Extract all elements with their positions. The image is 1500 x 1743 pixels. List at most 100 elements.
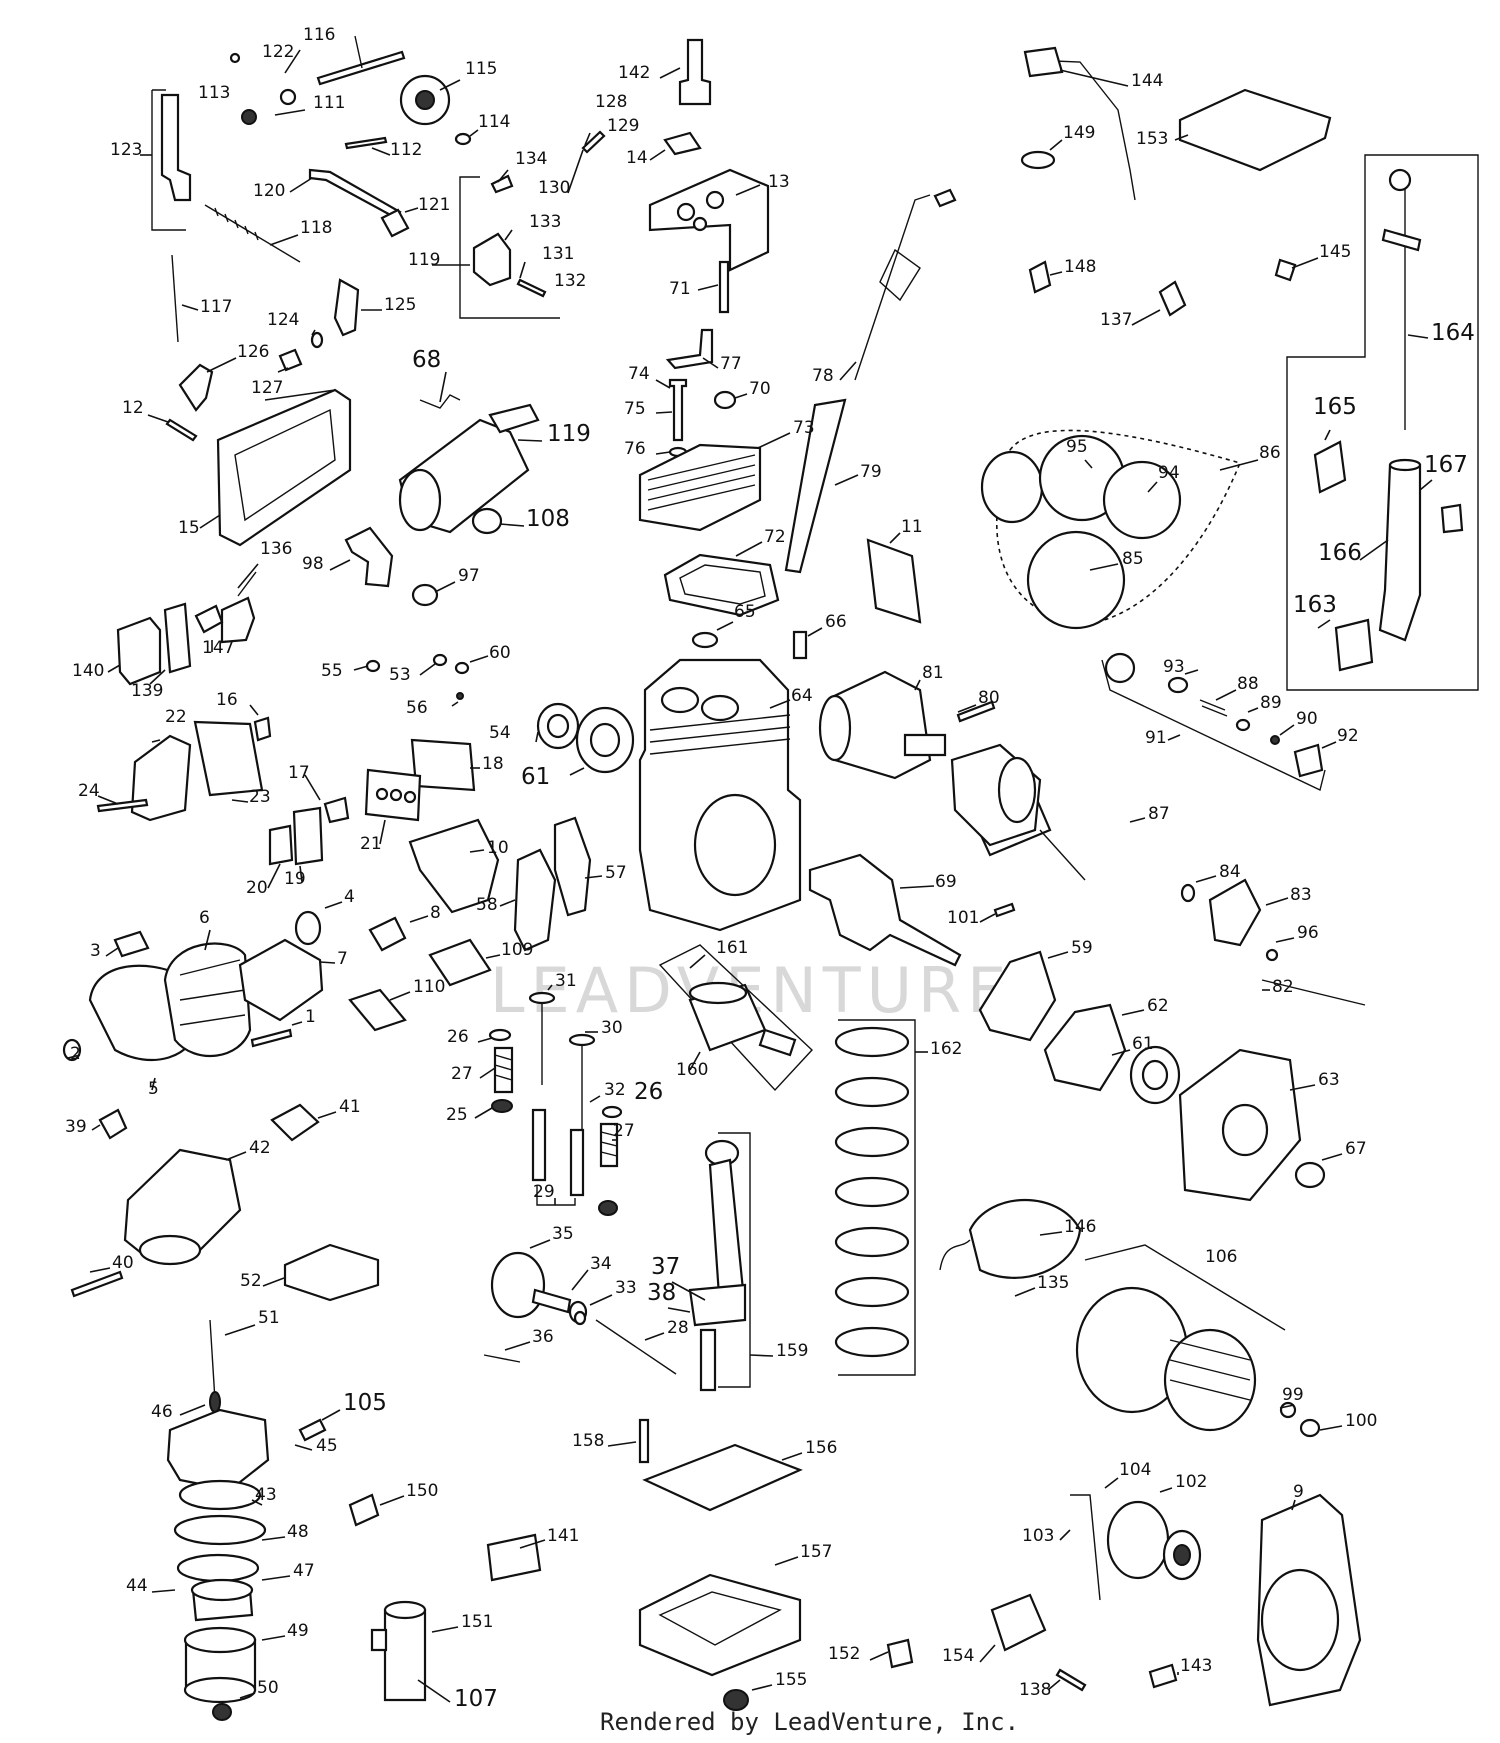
part-callout-108: 108: [526, 506, 570, 532]
part-callout-48: 48: [287, 1522, 309, 1542]
part-callout-99: 99: [1282, 1385, 1304, 1405]
part-callout-163: 163: [1293, 592, 1337, 618]
part-callout-24: 24: [78, 781, 100, 801]
part-callout-165: 165: [1313, 394, 1357, 420]
part-callout-61: 61: [1132, 1034, 1154, 1054]
part-callout-126: 126: [237, 342, 269, 362]
part-callout-123: 123: [110, 140, 142, 160]
part-callout-156: 156: [805, 1438, 837, 1458]
part-callout-32: 32: [604, 1080, 626, 1100]
part-callout-160: 160: [676, 1060, 708, 1080]
part-callout-52: 52: [240, 1271, 262, 1291]
part-callout-87: 87: [1148, 804, 1170, 824]
part-callout-140: 140: [72, 661, 104, 681]
part-callout-89: 89: [1260, 693, 1282, 713]
part-callout-20: 20: [246, 878, 268, 898]
part-callout-75: 75: [624, 399, 646, 419]
part-callout-30: 30: [601, 1018, 623, 1038]
part-callout-148: 148: [1064, 257, 1096, 277]
part-callout-72: 72: [764, 527, 786, 547]
part-callout-86: 86: [1259, 443, 1281, 463]
part-callout-114: 114: [478, 112, 510, 132]
part-callout-26: 26: [447, 1027, 469, 1047]
part-callout-150: 150: [406, 1481, 438, 1501]
part-callout-42: 42: [249, 1138, 271, 1158]
part-callout-96: 96: [1297, 923, 1319, 943]
part-callout-59: 59: [1071, 938, 1093, 958]
part-callout-34: 34: [590, 1254, 612, 1274]
part-callout-39: 39: [65, 1117, 87, 1137]
part-callout-81: 81: [922, 663, 944, 683]
part-callout-23: 23: [249, 787, 271, 807]
part-callout-55: 55: [321, 661, 343, 681]
part-callout-61: 61: [521, 764, 550, 790]
part-callout-101: 101: [947, 908, 979, 928]
part-callout-78: 78: [812, 366, 834, 386]
part-callout-28: 28: [667, 1318, 689, 1338]
part-callout-79: 79: [860, 462, 882, 482]
parts-drawing: [62, 35, 1479, 1721]
part-callout-145: 145: [1319, 242, 1351, 262]
part-callout-119: 119: [408, 250, 440, 270]
part-callout-129: 129: [607, 116, 639, 136]
part-callout-161: 161: [716, 938, 748, 958]
part-callout-94: 94: [1158, 463, 1180, 483]
part-callout-107: 107: [454, 1686, 498, 1712]
part-callout-105: 105: [343, 1390, 387, 1416]
part-callout-157: 157: [800, 1542, 832, 1562]
footer-credit: Rendered by LeadVenture, Inc.: [600, 1708, 1019, 1736]
part-callout-110: 110: [413, 977, 445, 997]
part-callout-49: 49: [287, 1621, 309, 1641]
part-callout-95: 95: [1066, 437, 1088, 457]
part-callout-1: 1: [305, 1007, 316, 1027]
part-callout-112: 112: [390, 140, 422, 160]
part-callout-66: 66: [825, 612, 847, 632]
part-callout-84: 84: [1219, 862, 1241, 882]
part-callout-22: 22: [165, 707, 187, 727]
part-callout-166: 166: [1318, 540, 1362, 566]
part-callout-137: 137: [1100, 310, 1132, 330]
part-callout-85: 85: [1122, 549, 1144, 569]
part-callout-97: 97: [458, 566, 480, 586]
part-callout-135: 135: [1037, 1273, 1069, 1293]
part-callout-88: 88: [1237, 674, 1259, 694]
part-callout-21: 21: [360, 834, 382, 854]
part-callout-121: 121: [418, 195, 450, 215]
part-callout-111: 111: [313, 93, 345, 113]
part-callout-136: 136: [260, 539, 292, 559]
part-callout-127: 127: [251, 378, 283, 398]
part-callout-92: 92: [1337, 726, 1359, 746]
part-callout-125: 125: [384, 295, 416, 315]
part-callout-44: 44: [126, 1576, 148, 1596]
part-callout-31: 31: [555, 971, 577, 991]
part-callout-54: 54: [489, 723, 511, 743]
part-callout-151: 151: [461, 1612, 493, 1632]
part-callout-10: 10: [487, 838, 509, 858]
part-callout-13: 13: [768, 172, 790, 192]
leader-lines: [67, 49, 1433, 1703]
part-callout-71: 71: [669, 279, 691, 299]
part-callout-73: 73: [793, 418, 815, 438]
part-callout-47: 47: [293, 1561, 315, 1581]
part-callout-154: 154: [942, 1646, 974, 1666]
part-callout-58: 58: [476, 895, 498, 915]
part-callout-64: 64: [791, 686, 813, 706]
part-callout-62: 62: [1147, 996, 1169, 1016]
part-callout-5: 5: [148, 1079, 159, 1099]
part-callout-29: 29: [533, 1182, 555, 1202]
part-callout-67: 67: [1345, 1139, 1367, 1159]
part-callout-138: 138: [1019, 1680, 1051, 1700]
part-callout-115: 115: [465, 59, 497, 79]
part-callout-15: 15: [178, 518, 200, 538]
part-callout-6: 6: [199, 908, 210, 928]
part-callout-119: 119: [547, 421, 591, 447]
part-callout-98: 98: [302, 554, 324, 574]
part-callout-69: 69: [935, 872, 957, 892]
part-callout-100: 100: [1345, 1411, 1377, 1431]
part-callout-113: 113: [198, 83, 230, 103]
part-callout-104: 104: [1119, 1460, 1151, 1480]
part-callout-116: 116: [303, 25, 335, 45]
part-callout-8: 8: [430, 903, 441, 923]
part-callout-16: 16: [216, 690, 238, 710]
